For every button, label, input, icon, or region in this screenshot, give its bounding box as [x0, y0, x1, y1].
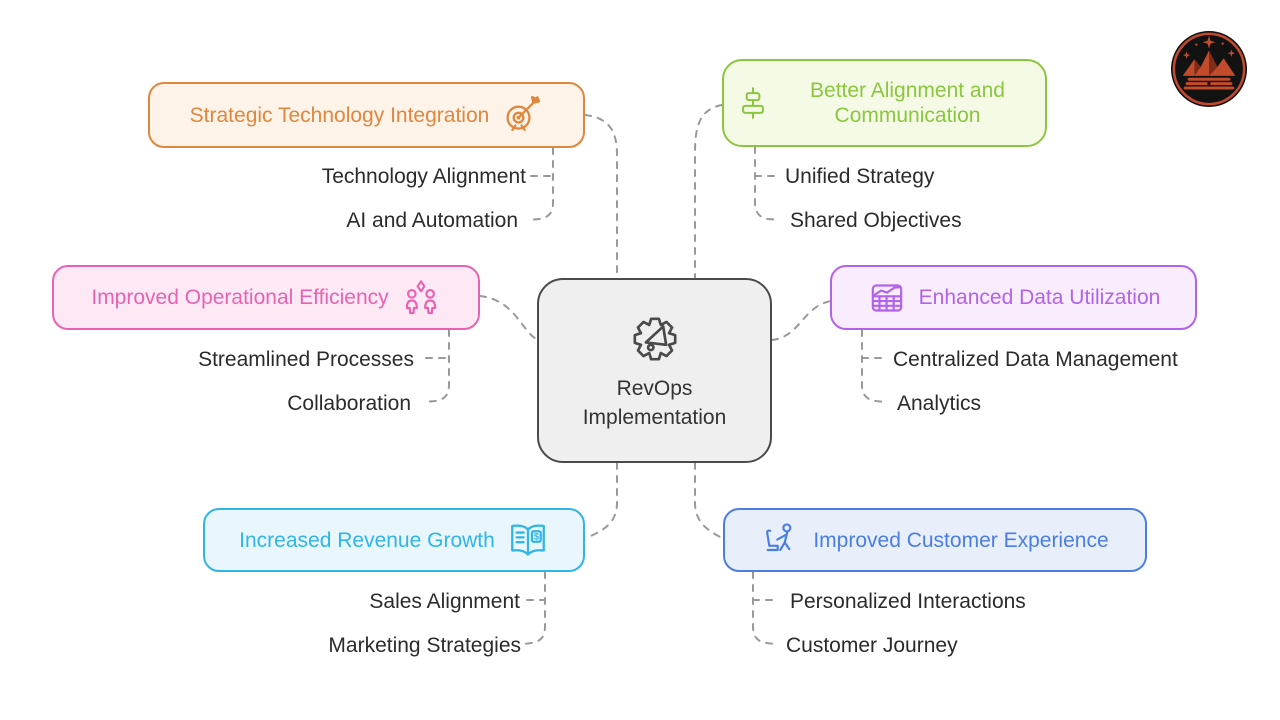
child-label-sales-alignment: Sales Alignment	[369, 590, 520, 613]
connector-alignment-children	[754, 146, 781, 221]
connector-center-to-efficiency	[479, 295, 537, 340]
node-improved-customer-experience: Improved Customer Experience	[723, 508, 1147, 572]
node-enhanced-data-utilization: Enhanced Data Utilization	[830, 265, 1197, 330]
crown-mountain-logo	[1170, 30, 1248, 108]
svg-text:$: $	[534, 532, 539, 542]
center-node-title: RevOps Implementation	[582, 376, 727, 429]
node-title: Increased Revenue Growth	[239, 528, 495, 552]
child-label-unified-strategy: Unified Strategy	[785, 165, 935, 188]
connector-center-to-alignment	[694, 104, 723, 279]
connector-center-to-data	[771, 300, 832, 341]
connector-center-to-strategic	[584, 114, 618, 279]
child-label-personalized-interactions: Personalized Interactions	[790, 590, 1026, 613]
child-label-collaboration: Collaboration	[287, 392, 411, 415]
node-improved-operational-efficiency: Improved Operational Efficiency	[52, 265, 480, 330]
team-sparkle-icon	[401, 278, 441, 318]
connector-revenue-children	[522, 571, 546, 645]
child-label-centralized-data-management: Centralized Data Management	[893, 348, 1178, 371]
align-center-icon	[736, 81, 770, 125]
connector-strategic-children	[526, 147, 554, 221]
connector-center-to-revenue	[585, 462, 618, 539]
connector-center-to-customer	[694, 462, 723, 539]
node-title: Strategic Technology Integration	[189, 103, 490, 127]
connector-efficiency-children	[422, 329, 450, 403]
node-increased-revenue-growth: Increased Revenue Growth $	[203, 508, 585, 572]
gear-megaphone-icon	[626, 310, 684, 368]
connector-data-children	[861, 329, 886, 403]
customer-presentation-icon	[761, 520, 801, 560]
node-better-alignment-communication: Better Alignment and Communication	[722, 59, 1047, 147]
child-label-ai-and-automation: AI and Automation	[346, 209, 518, 232]
target-dart-icon	[501, 94, 543, 136]
data-table-icon	[867, 278, 907, 318]
child-label-technology-alignment: Technology Alignment	[321, 165, 526, 188]
node-title: Improved Operational Efficiency	[91, 286, 389, 309]
child-label-analytics: Analytics	[897, 392, 982, 415]
node-title: Better Alignment and Communication	[810, 79, 1005, 127]
connector-customer-children	[752, 571, 776, 645]
node-strategic-technology-integration: Strategic Technology Integration	[148, 82, 585, 148]
child-label-shared-objectives: Shared Objectives	[790, 209, 962, 232]
node-revops-implementation: RevOps Implementation	[537, 278, 772, 463]
child-label-streamlined-processes: Streamlined Processes	[198, 348, 414, 371]
child-label-customer-journey: Customer Journey	[786, 634, 958, 657]
node-title: Improved Customer Experience	[813, 528, 1109, 552]
child-label-marketing-strategies: Marketing Strategies	[328, 634, 521, 657]
node-title: Enhanced Data Utilization	[918, 286, 1161, 309]
revenue-book-icon: $	[507, 519, 549, 561]
